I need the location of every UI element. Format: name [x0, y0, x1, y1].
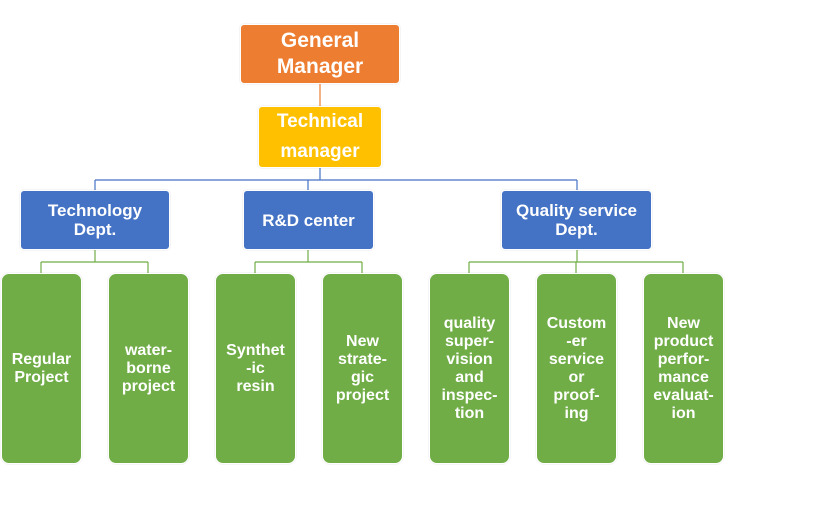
rd-center-label: R&D center	[262, 210, 355, 230]
unit-label: quality super- vision and inspec- tion	[441, 314, 498, 422]
unit-label: Custom -er service or proof- ing	[546, 314, 607, 422]
unit-label: water- borne project	[121, 341, 176, 395]
general-manager-box: General Manager	[240, 24, 400, 84]
unit-label: New strate- gic project	[335, 332, 390, 404]
quality-service-dept-label: Quality service Dept.	[516, 201, 637, 239]
unit-quality-supervision: quality super- vision and inspec- tion	[429, 273, 510, 464]
unit-customer-service: Custom -er service or proof- ing	[536, 273, 617, 464]
technology-dept-box: Technology Dept.	[20, 190, 170, 250]
quality-service-dept-box: Quality service Dept.	[501, 190, 652, 250]
unit-synthetic-resin: Synthet -ic resin	[215, 273, 296, 464]
unit-waterborne-project: water- borne project	[108, 273, 189, 464]
unit-label: Regular Project	[11, 350, 72, 386]
technical-manager-label: Technical manager	[276, 111, 364, 162]
technology-dept-label: Technology Dept.	[47, 201, 143, 239]
general-manager-label: General Manager	[276, 29, 364, 78]
unit-label: New product perfor- mance evaluat- ion	[653, 314, 714, 422]
technical-manager-box: Technical manager	[258, 106, 382, 168]
rd-center-box: R&D center	[243, 190, 374, 250]
unit-regular-project: Regular Project	[1, 273, 82, 464]
unit-new-product-evaluation: New product perfor- mance evaluat- ion	[643, 273, 724, 464]
unit-label: Synthet -ic resin	[226, 341, 285, 395]
unit-new-strategic-project: New strate- gic project	[322, 273, 403, 464]
